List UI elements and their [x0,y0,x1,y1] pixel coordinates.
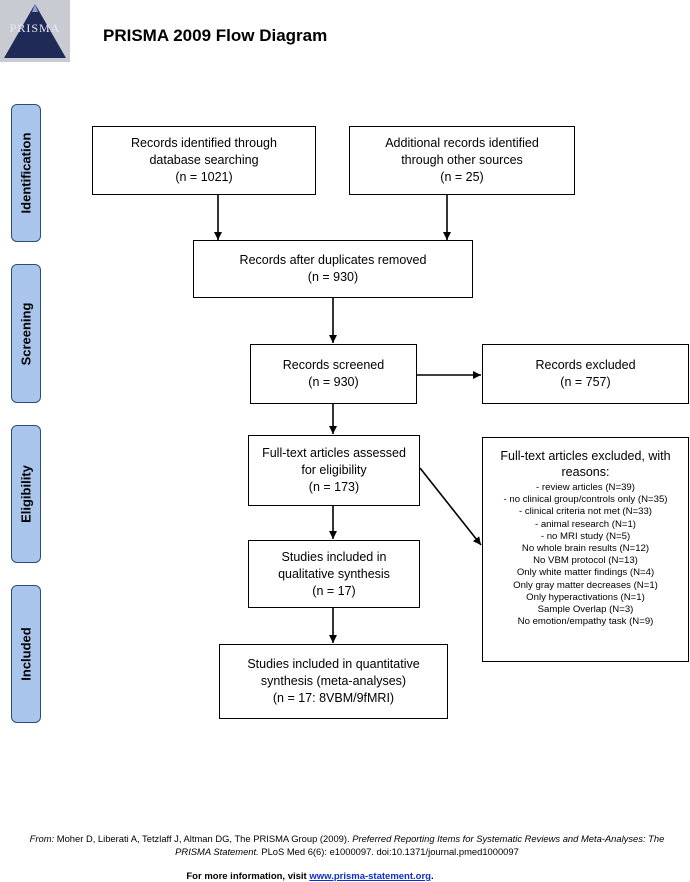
citation-title: Preferred Reporting Items for Systematic… [175,833,665,857]
exclusion-reason: No whole brain results (N=12) [521,543,650,555]
box-line: (n = 17: 8VBM/9fMRI) [272,691,395,705]
box-fulltext-assessed: Full-text articles assessed for eligibil… [248,435,420,506]
citation-journal: PLoS Med 6(6): e1000097. doi:10.1371/jou… [258,846,519,857]
box-line: (n = 25) [440,170,484,184]
box-line: (n = 930) [308,375,359,389]
diagram-title: PRISMA 2009 Flow Diagram [103,26,328,45]
stage-included: Included [11,585,41,723]
box-line: (n = 757) [560,375,611,389]
exclusion-reason: No emotion/empathy task (N=9) [517,616,654,628]
box-line: Records screened [282,358,385,372]
box-fulltext-excluded: Full-text articles excluded, with reason… [482,437,689,662]
prisma-logo: PRISMA [0,0,70,62]
citation-from: From: [29,833,55,844]
box-other-records: Additional records identified through ot… [349,126,575,195]
exclusion-reason: - no clinical group/controls only (N=35) [503,494,668,506]
box-line: (n = 930) [307,270,359,284]
excluded-heading: reasons: [561,465,610,479]
box-line: for eligibility [301,463,367,477]
box-line: (n = 1021) [175,170,233,184]
box-qualitative-synthesis: Studies included in qualitative synthesi… [248,540,420,608]
box-line: Records after duplicates removed [239,253,427,267]
stage-eligibility: Eligibility [11,425,41,563]
box-line: qualitative synthesis [278,566,390,581]
box-database-records: Records identified through database sear… [92,126,316,195]
box-line: (n = 173) [308,480,360,494]
footer: For more information, visit www.prisma-s… [0,871,620,882]
exclusion-reason: Sample Overlap (N=3) [537,604,634,616]
box-line: Records identified through [131,136,277,150]
excluded-heading: Full-text articles excluded, with [500,449,671,463]
exclusion-reason: No VBM protocol (N=13) [533,555,638,567]
box-line: synthesis (meta-analyses) [260,674,407,688]
arrow-fulltext-to-excluded [419,467,482,546]
exclusion-reason: Only gray matter decreases (N=1) [513,579,658,591]
box-quantitative-synthesis: Studies included in quantitative synthes… [219,644,448,719]
box-records-excluded: Records excluded (n = 757) [482,344,689,404]
logo-text: PRISMA [9,21,61,35]
box-line: database searching [149,153,259,167]
footer-prefix: For more information, visit [186,871,310,882]
footer-suffix: . [430,871,434,882]
box-line: Records excluded [535,358,636,372]
exclusion-reason: - review articles (N=39) [536,482,635,493]
exclusion-reason: - animal research (N=1) [534,518,637,530]
exclusion-reason: - clinical criteria not met (N=33) [518,506,653,518]
prisma-website-link[interactable]: www.prisma-statement.org [309,871,431,882]
box-line: Full-text articles assessed [262,446,406,460]
box-line: Studies included in [281,549,387,564]
citation: From: Moher D, Liberati A, Tetzlaff J, A… [17,832,677,858]
exclusion-reason: Only white matter findings (N=4) [516,567,655,579]
exclusion-reason: - no MRI study (N=5) [540,530,631,542]
box-line: Additional records identified [385,136,539,150]
stage-screening: Screening [11,264,41,403]
box-line: Studies included in quantitative [247,657,420,671]
box-line: through other sources [401,153,523,167]
box-after-duplicates: Records after duplicates removed (n = 93… [193,240,473,298]
stage-identification: Identification [11,104,41,242]
citation-authors: Moher D, Liberati A, Tetzlaff J, Altman … [54,833,353,844]
box-line: (n = 17) [312,583,356,598]
exclusion-reason: Only hyperactivations (N=1) [526,591,645,603]
box-records-screened: Records screened (n = 930) [250,344,417,404]
